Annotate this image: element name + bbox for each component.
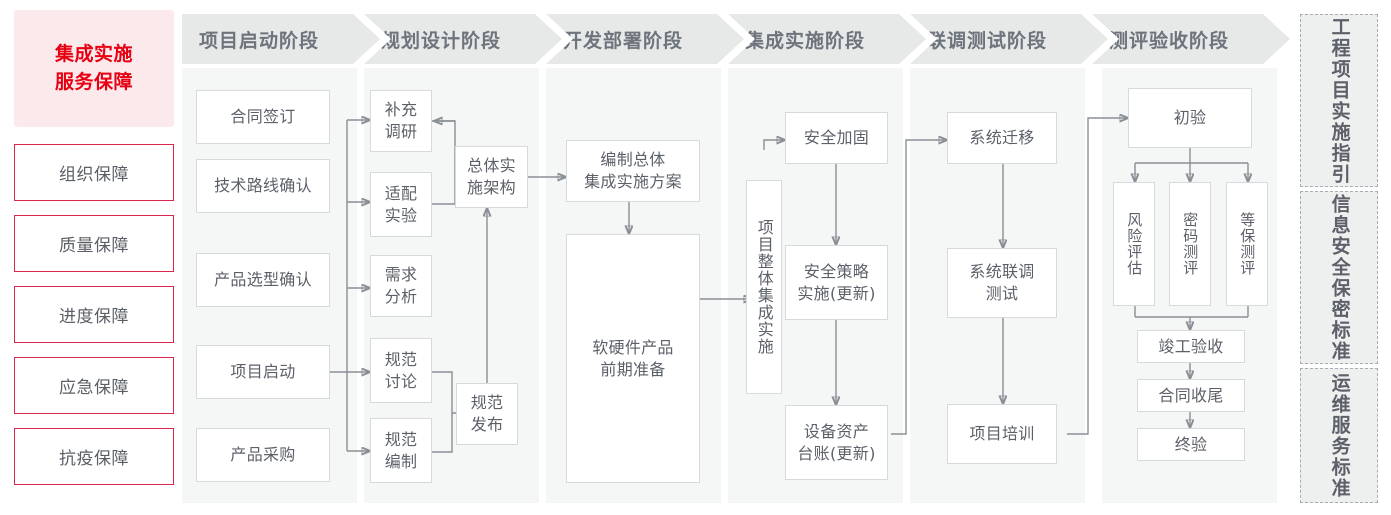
node-supplementary-research-l1: 补充: [384, 100, 418, 120]
node-system-joint-debug-test[interactable]: 系统联调测试: [947, 248, 1057, 318]
node-security-policy-implementation-l2: 实施(更新): [797, 283, 876, 303]
node-risk-assessment[interactable]: 风险评估: [1113, 182, 1155, 306]
guarantee-rail: 集成实施 服务保障 组织保障 质量保障 进度保障 应急保障 抗疫保障: [14, 10, 174, 503]
phase-header-4-label: 集成实施阶段: [745, 29, 866, 52]
phase-header-2-label: 规划设计阶段: [381, 29, 502, 52]
node-security-hardening[interactable]: 安全加固: [785, 112, 888, 164]
node-product-procurement[interactable]: 产品采购: [196, 428, 330, 482]
node-tech-route-confirm[interactable]: 技术路线确认: [196, 159, 330, 213]
rail-title-line1: 集成实施: [54, 42, 133, 65]
phase-header-3-label: 开发部署阶段: [563, 29, 684, 52]
node-system-joint-debug-test-l1: 系统联调: [969, 262, 1035, 282]
node-mlps-evaluation[interactable]: 等保测评: [1226, 182, 1268, 306]
node-security-policy-implementation-l1: 安全策略: [803, 261, 870, 281]
node-spec-drafting-l1: 规范: [384, 429, 418, 449]
node-overall-integration-plan[interactable]: 编制总体集成实施方案: [566, 140, 700, 202]
node-hw-sw-preparation-l2: 前期准备: [600, 359, 666, 379]
phase-header-2[interactable]: 规划设计阶段: [364, 14, 562, 64]
node-equipment-asset-ledger-l1: 设备资产: [803, 421, 870, 441]
phase-header-5[interactable]: 联调测试阶段: [910, 14, 1108, 64]
phase-header-5-label: 联调测试阶段: [927, 29, 1048, 52]
node-overall-implementation-architecture-l2: 施架构: [467, 178, 516, 197]
node-hw-sw-preparation[interactable]: 软硬件产品前期准备: [566, 234, 700, 483]
node-spec-discussion-l1: 规范: [384, 349, 418, 369]
node-spec-discussion-l2: 讨论: [384, 371, 418, 391]
phase-header-6-label: 测评验收阶段: [1109, 29, 1230, 52]
standard-operations-service-label: 运维服务标准: [1328, 372, 1351, 499]
phase-header-1[interactable]: 项目启动阶段: [182, 14, 380, 64]
node-hw-sw-preparation-l1: 软硬件产品: [592, 337, 674, 357]
node-completion-acceptance[interactable]: 竣工验收: [1137, 330, 1245, 363]
node-supplementary-research-l2: 调研: [384, 122, 418, 141]
node-overall-implementation-architecture[interactable]: 总体实施架构: [455, 146, 528, 208]
node-overall-integration-plan-l2: 集成实施方案: [584, 172, 682, 191]
rail-title: 集成实施 服务保障: [14, 10, 174, 127]
standard-information-security-confidentiality-label: 信息安全保密标准: [1328, 193, 1351, 362]
standard-operations-service[interactable]: 运维服务标准: [1300, 368, 1378, 503]
node-cryptography-evaluation[interactable]: 密码测评: [1169, 182, 1211, 306]
node-spec-release[interactable]: 规范发布: [456, 383, 518, 445]
node-supplementary-research[interactable]: 补充调研: [370, 90, 432, 152]
standard-engineering-project-guideline[interactable]: 工程项目实施指引: [1300, 14, 1378, 187]
node-requirement-analysis-l1: 需求: [384, 265, 418, 285]
node-contract-signing[interactable]: 合同签订: [196, 90, 330, 144]
phase-header-3[interactable]: 开发部署阶段: [546, 14, 744, 64]
node-overall-implementation-architecture-l1: 总体实: [467, 156, 516, 176]
node-project-training[interactable]: 项目培训: [947, 404, 1057, 464]
rail-title-line2: 服务保障: [54, 70, 133, 93]
standard-engineering-project-guideline-label: 工程项目实施指引: [1328, 16, 1351, 185]
node-overall-project-integration[interactable]: 项目整体集成实施: [746, 180, 782, 394]
rail-item-organization[interactable]: 组织保障: [14, 144, 174, 201]
node-product-model-confirm[interactable]: 产品选型确认: [196, 253, 330, 307]
node-project-kickoff[interactable]: 项目启动: [196, 345, 330, 399]
node-spec-drafting[interactable]: 规范编制: [370, 418, 432, 483]
rail-item-emergency[interactable]: 应急保障: [14, 357, 174, 414]
rail-item-schedule[interactable]: 进度保障: [14, 286, 174, 343]
node-adaptation-experiment-l1: 适配: [384, 183, 418, 203]
node-requirement-analysis-l2: 分析: [384, 287, 418, 306]
node-final-acceptance[interactable]: 终验: [1137, 428, 1245, 461]
node-equipment-asset-ledger[interactable]: 设备资产台账(更新): [785, 405, 888, 480]
node-adaptation-experiment[interactable]: 适配实验: [370, 172, 432, 237]
phase-header-6[interactable]: 测评验收阶段: [1092, 14, 1290, 64]
node-security-policy-implementation[interactable]: 安全策略实施(更新): [785, 245, 888, 320]
phase-header-4[interactable]: 集成实施阶段: [728, 14, 926, 64]
node-adaptation-experiment-l2: 实验: [384, 205, 418, 225]
node-contract-closeout[interactable]: 合同收尾: [1137, 379, 1245, 412]
node-spec-release-l2: 发布: [470, 415, 504, 434]
rail-item-quality[interactable]: 质量保障: [14, 215, 174, 272]
phase-header-1-label: 项目启动阶段: [199, 29, 320, 52]
standard-information-security-confidentiality[interactable]: 信息安全保密标准: [1300, 191, 1378, 364]
node-system-joint-debug-test-l2: 测试: [985, 284, 1019, 303]
node-preliminary-acceptance[interactable]: 初验: [1128, 88, 1252, 148]
rail-item-epidemic[interactable]: 抗疫保障: [14, 428, 174, 485]
node-equipment-asset-ledger-l2: 台账(更新): [797, 443, 876, 463]
node-system-migration[interactable]: 系统迁移: [947, 112, 1057, 164]
node-requirement-analysis[interactable]: 需求分析: [370, 255, 432, 317]
node-spec-discussion[interactable]: 规范讨论: [370, 338, 432, 403]
node-overall-integration-plan-l1: 编制总体: [600, 150, 666, 170]
node-spec-release-l1: 规范: [470, 393, 504, 413]
node-spec-drafting-l2: 编制: [384, 451, 418, 471]
